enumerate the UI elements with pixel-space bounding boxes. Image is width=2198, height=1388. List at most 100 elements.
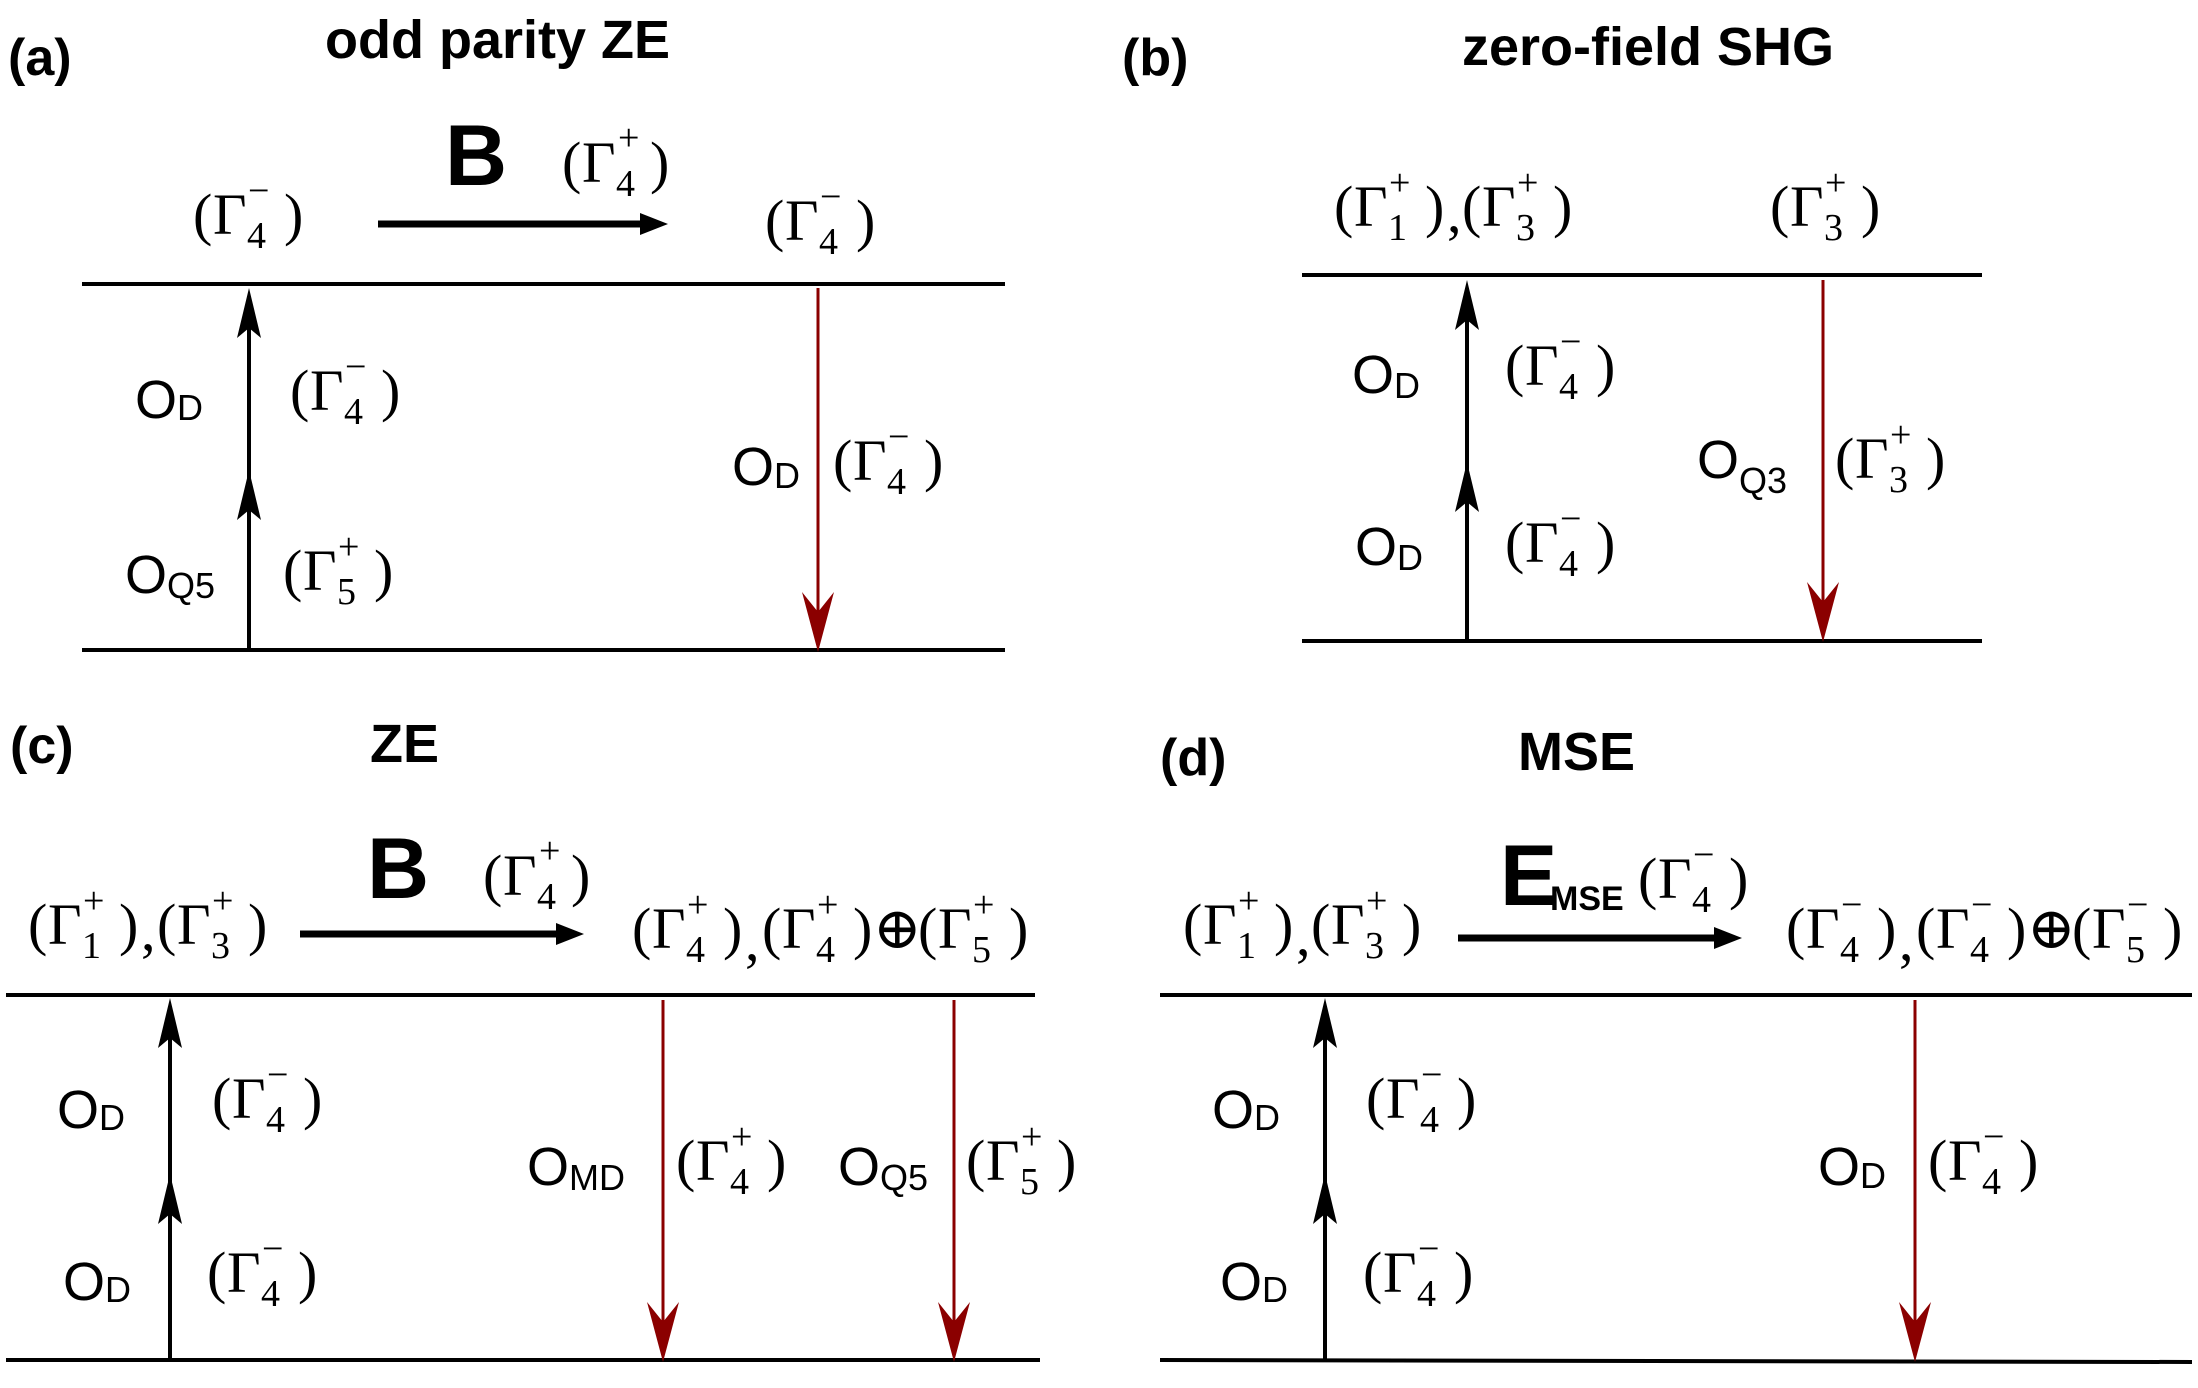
irrep-close-paren: ) (767, 1128, 786, 1193)
operator-letter: O (838, 1137, 880, 1197)
irrep-gamma: Γ (177, 892, 211, 957)
emission-irrep-label: ( Γ + 4 ) (676, 1116, 786, 1203)
irrep-sign: + (687, 884, 708, 926)
irrep-close-paren: ) (284, 182, 303, 247)
field-irrep: ( Γ + 4 ) (483, 830, 590, 918)
irrep-sign: − (262, 1228, 283, 1270)
irrep-gamma: Γ (1525, 510, 1559, 575)
irrep-index: 5 (337, 571, 356, 613)
irrep-open-paren: ( (676, 1128, 695, 1193)
irrep-open-paren: ( (290, 358, 309, 423)
initial-state-label: ( Γ + 3 ) (1462, 162, 1572, 249)
irrep-close-paren: ) (2007, 896, 2026, 961)
panel-a: (a) odd parity ZE B ( Γ + 4 ) ( Γ − 4 ) … (8, 10, 1005, 652)
initial-state-label: ( Γ + 3 ) (1311, 880, 1421, 967)
irrep-index: 4 (344, 391, 363, 433)
irrep-gamma: Γ (1354, 174, 1388, 239)
panel-label: (b) (1122, 29, 1188, 87)
irrep-sign: + (817, 884, 838, 926)
irrep-close-paren: ) (303, 1066, 322, 1131)
field-subscript: MSE (1550, 880, 1624, 918)
irrep-index: 4 (1840, 929, 1859, 971)
excitation-arrowhead (1313, 998, 1337, 1048)
initial-state-label: ( Γ + 3 ) (157, 880, 267, 967)
irrep-index: 5 (1020, 1161, 1039, 1203)
irrep-gamma: Γ (1482, 174, 1516, 239)
irrep-open-paren: ( (632, 896, 651, 961)
irrep-close-paren: ) (1877, 896, 1896, 961)
irrep-sign: − (1560, 498, 1581, 540)
emission-operator-label: O D (732, 437, 800, 497)
excitation-irrep-label: ( Γ − 4 ) (1505, 498, 1615, 585)
irrep-sign: + (83, 880, 104, 922)
irrep-gamma: Γ (1790, 174, 1824, 239)
operator-letter: O (57, 1080, 99, 1140)
final-state-label: ( Γ + 4 ) (632, 884, 742, 971)
emission-arrowhead (1807, 582, 1839, 642)
irrep-index: 3 (1824, 207, 1843, 249)
separator-comma: , (1899, 908, 1914, 973)
irrep-index: 4 (1559, 366, 1578, 408)
irrep-gamma: Γ (696, 1128, 730, 1193)
emission-arrowhead (802, 592, 834, 652)
operator-letter: O (135, 370, 177, 430)
irrep-gamma: Γ (652, 896, 686, 961)
irrep-sign: + (212, 880, 233, 922)
irrep-sign: + (1890, 414, 1911, 456)
field-irrep: ( Γ + 4 ) (562, 117, 669, 205)
irrep-sign: − (345, 346, 366, 388)
irrep-close-paren: ) (1454, 1240, 1473, 1305)
separator-comma: , (1296, 903, 1311, 968)
excitation-arrowhead (1313, 1174, 1337, 1224)
initial-state-label: ( Γ + 1 ) (1334, 162, 1444, 249)
operator-letter: O (732, 437, 774, 497)
operator-subscript: D (1394, 365, 1420, 406)
irrep-index: 4 (537, 876, 556, 918)
irrep-open-paren: ( (1334, 174, 1353, 239)
irrep-open-paren: ( (1786, 896, 1805, 961)
irrep-gamma: Γ (503, 843, 537, 908)
irrep-index: 3 (1889, 459, 1908, 501)
irrep-index: 4 (247, 215, 266, 257)
irrep-index: 4 (261, 1273, 280, 1315)
irrep-gamma: Γ (232, 1066, 266, 1131)
irrep-index: 4 (266, 1099, 285, 1141)
field-symbol: B (367, 821, 429, 917)
field-symbol: B (445, 108, 507, 204)
operator-letter: O (527, 1137, 569, 1197)
irrep-gamma: Γ (1855, 426, 1889, 491)
irrep-open-paren: ( (1505, 333, 1524, 398)
irrep-sign: + (1389, 162, 1410, 204)
excitation-operator-label: O Q5 (125, 545, 215, 606)
irrep-gamma: Γ (1331, 892, 1365, 957)
final-state-label: ( Γ + 3 ) (1770, 162, 1880, 249)
irrep-gamma: Γ (1203, 892, 1237, 957)
irrep-open-paren: ( (1916, 896, 1935, 961)
irrep-gamma: Γ (213, 182, 247, 247)
irrep-sign: − (1421, 1054, 1442, 1096)
excitation-operator-label: O D (63, 1252, 131, 1312)
operator-letter: O (1355, 517, 1397, 577)
irrep-open-paren: ( (762, 896, 781, 961)
irrep-close-paren: ) (1553, 174, 1572, 239)
panel-title: zero-field SHG (1462, 17, 1834, 77)
irrep-index: 4 (1982, 1161, 2001, 1203)
emission-arrowhead (1899, 1302, 1931, 1362)
separator-comma: , (745, 908, 760, 973)
irrep-sign: + (618, 117, 639, 159)
emission-operator-label: O D (1818, 1137, 1886, 1197)
operator-subscript: D (99, 1097, 125, 1138)
irrep-close-paren: ) (1402, 892, 1421, 957)
panel-title: MSE (1518, 722, 1635, 782)
field-symbol: E (1500, 828, 1557, 924)
irrep-index: 4 (887, 461, 906, 503)
irrep-open-paren: ( (1366, 1066, 1385, 1131)
irrep-gamma: Γ (1383, 1240, 1417, 1305)
irrep-sign: + (1517, 162, 1538, 204)
irrep-index: 1 (1237, 925, 1256, 967)
irrep-open-paren: ( (833, 428, 852, 493)
operator-letter: O (125, 545, 167, 605)
irrep-close-paren: ) (1729, 846, 1748, 911)
irrep-sign: − (1983, 1116, 2004, 1158)
